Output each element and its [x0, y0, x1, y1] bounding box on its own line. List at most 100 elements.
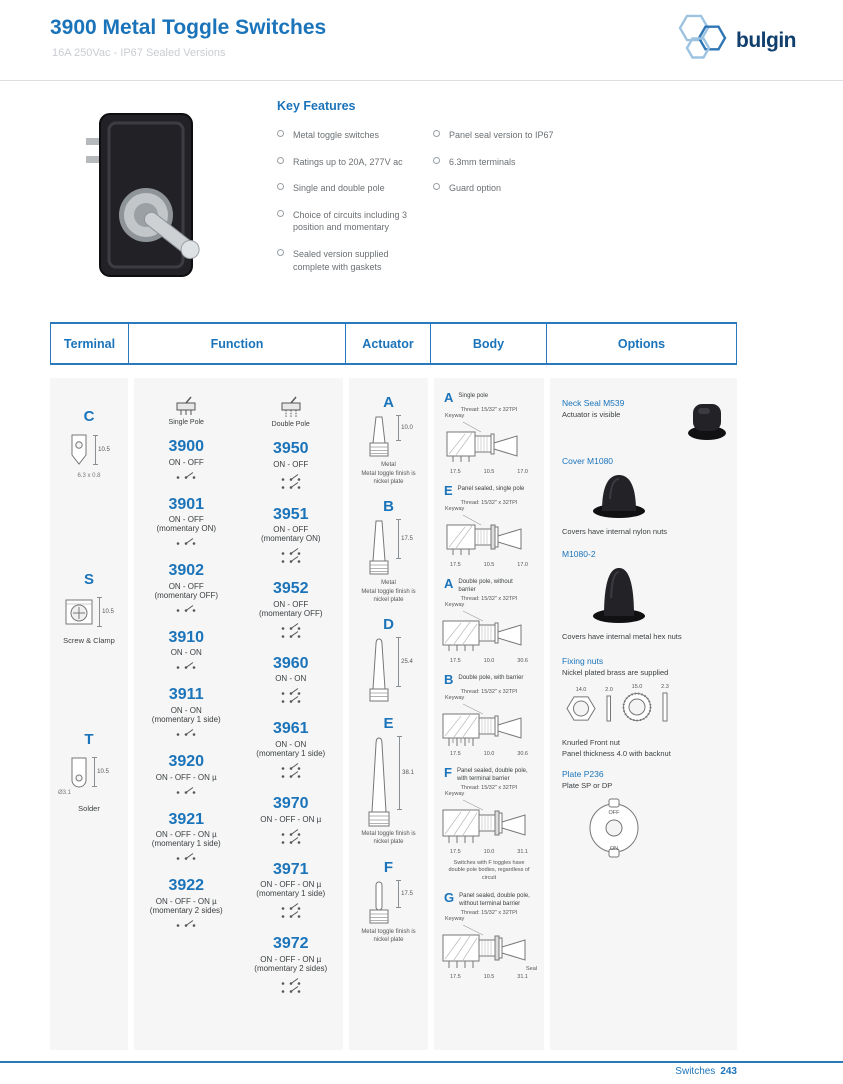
keyway-label: Keyway	[445, 916, 465, 923]
actuator-material: Metal	[381, 462, 396, 468]
neck-seal-image	[688, 404, 726, 440]
screw-clamp-drawing	[65, 599, 93, 625]
toggle-lever-drawing	[368, 737, 390, 827]
body-cross-section-drawing	[442, 799, 526, 843]
terminal-variant-c: C 10.5 6.3 x 0.8	[50, 408, 128, 479]
thread-spec: Thread: 15/32" x 32TPI	[460, 785, 518, 791]
body-desc: Panel sealed, double pole, without termi…	[459, 893, 530, 907]
circuit-symbol	[176, 662, 197, 670]
model-circuit: ON - ON	[275, 739, 307, 749]
model-circuit: ON - ON	[170, 648, 202, 658]
model-number: 3920	[168, 752, 205, 770]
model-number: 3952	[272, 580, 309, 598]
body-cross-section-drawing	[446, 421, 518, 462]
body-letter: A	[444, 390, 454, 405]
body-dim: 31.1	[517, 974, 528, 981]
option-plate-p236: Plate P236 Plate SP or DP OFF ON	[562, 769, 729, 864]
model-circuit: ON - OFF	[168, 515, 204, 525]
toggle-lever-drawing	[369, 416, 389, 457]
option-caption: Plate SP or DP	[562, 780, 613, 790]
key-features-title: Key Features	[277, 99, 356, 113]
option-caption: Actuator is visible	[562, 410, 621, 419]
body-dim: 10.0	[483, 849, 495, 855]
option-title: Cover M1080	[562, 456, 614, 466]
model-note: (momentary 1 side)	[256, 889, 326, 899]
model-number: 3921	[168, 810, 205, 828]
body-variant-g-sealed-double: G Panel sealed, double pole, without term…	[437, 890, 541, 980]
thread-spec: Thread: 15/32" x 32TPI	[460, 407, 518, 413]
model-number: 3900	[168, 438, 205, 455]
body-variant-f-sealed-double: F Panel sealed, double pole, with termina…	[437, 765, 541, 882]
model-note: (momentary ON)	[156, 524, 217, 534]
model-circuit: ON - OFF	[273, 599, 309, 609]
model-circuit: ON - ON	[275, 674, 307, 684]
function-model: 3901 ON - OFF(momentary ON)	[156, 496, 216, 547]
body-dim: 30.6	[517, 751, 528, 757]
dimension-line	[97, 597, 103, 627]
dimension-value: 17.5	[401, 890, 413, 897]
toggle-lever-drawing	[369, 520, 389, 575]
model-note: (momentary 1 side)	[256, 748, 326, 758]
model-circuit: ON - OFF - ON µ	[155, 830, 217, 840]
single-pole-header: Single Pole	[169, 396, 204, 426]
body-letter: G	[444, 890, 455, 906]
knurled-line2: Panel thickness 4.0 with backnut	[562, 748, 671, 758]
dimension-line	[396, 519, 402, 560]
dimension-value: 10.5	[97, 769, 109, 775]
feature-bullet-icon	[277, 209, 284, 217]
hex-nut-side-figure: 2.0	[605, 687, 613, 722]
body-dim: 17.5	[450, 751, 461, 757]
body-desc: Panel sealed, double pole, with terminal…	[456, 768, 528, 782]
keyway-label: Keyway	[445, 506, 465, 512]
terminal-variant-t: T 10.5 Ø3.1 Solder	[50, 731, 128, 813]
dimension-value: 38.1	[402, 770, 414, 777]
dimension-line	[396, 879, 402, 908]
option-knurled-note: Knurled Front nut Panel thickness 4.0 wi…	[562, 738, 729, 758]
circuit-symbol	[176, 471, 197, 479]
model-circuit: ON - OFF - ON µ	[260, 814, 322, 824]
body-letter: E	[444, 483, 453, 498]
seal-label: Seal	[525, 966, 537, 973]
option-title: M1080-2	[562, 549, 596, 560]
model-number: 3960	[272, 654, 309, 672]
dimension-line	[93, 435, 99, 465]
model-number: 3901	[168, 495, 205, 513]
body-cross-section-drawing	[442, 610, 522, 651]
dimension-line	[396, 415, 402, 441]
circuit-symbol	[176, 919, 197, 928]
model-circuit: ON - OFF - ON µ	[155, 896, 217, 906]
body-letter: F	[444, 765, 452, 780]
actuator-caption: Metal toggle finish is nickel plate	[361, 471, 416, 486]
terminal-column: C 10.5 6.3 x 0.8 S 10.5	[50, 378, 128, 1050]
feature-item: Choice of circuits including 3 position …	[277, 209, 415, 234]
solder-lug-drawing	[71, 757, 87, 788]
actuator-variant-a: A 10.0 Metal Metal toggle finish is nick…	[361, 394, 417, 486]
dimension-value: 10.5	[98, 447, 110, 453]
body-letter: A	[444, 576, 454, 591]
body-letter: B	[444, 672, 454, 687]
body-desc: Double pole, without barrier	[458, 579, 513, 593]
actuator-variant-b: B 17.5 Metal Metal toggle finish is nick…	[361, 498, 417, 604]
cover-image	[593, 568, 645, 624]
feature-text: Panel seal version to IP67	[449, 130, 554, 140]
model-note: (momentary 2 sides)	[254, 963, 328, 973]
feature-text: Ratings up to 20A, 277V ac	[293, 156, 403, 167]
circuit-symbol	[176, 604, 197, 613]
hex-nut-figure: 14.0	[566, 687, 596, 722]
plate-on-label: ON	[609, 845, 619, 852]
feature-bullet-icon	[277, 156, 284, 164]
circuit-symbol	[176, 853, 197, 861]
terminal-letter: T	[84, 731, 94, 748]
model-note: (momentary ON)	[260, 534, 321, 544]
key-features-col1: Metal toggle switches Ratings up to 20A,…	[277, 129, 415, 287]
feature-bullet-icon	[277, 248, 284, 256]
model-circuit: ON - OFF	[168, 457, 204, 467]
